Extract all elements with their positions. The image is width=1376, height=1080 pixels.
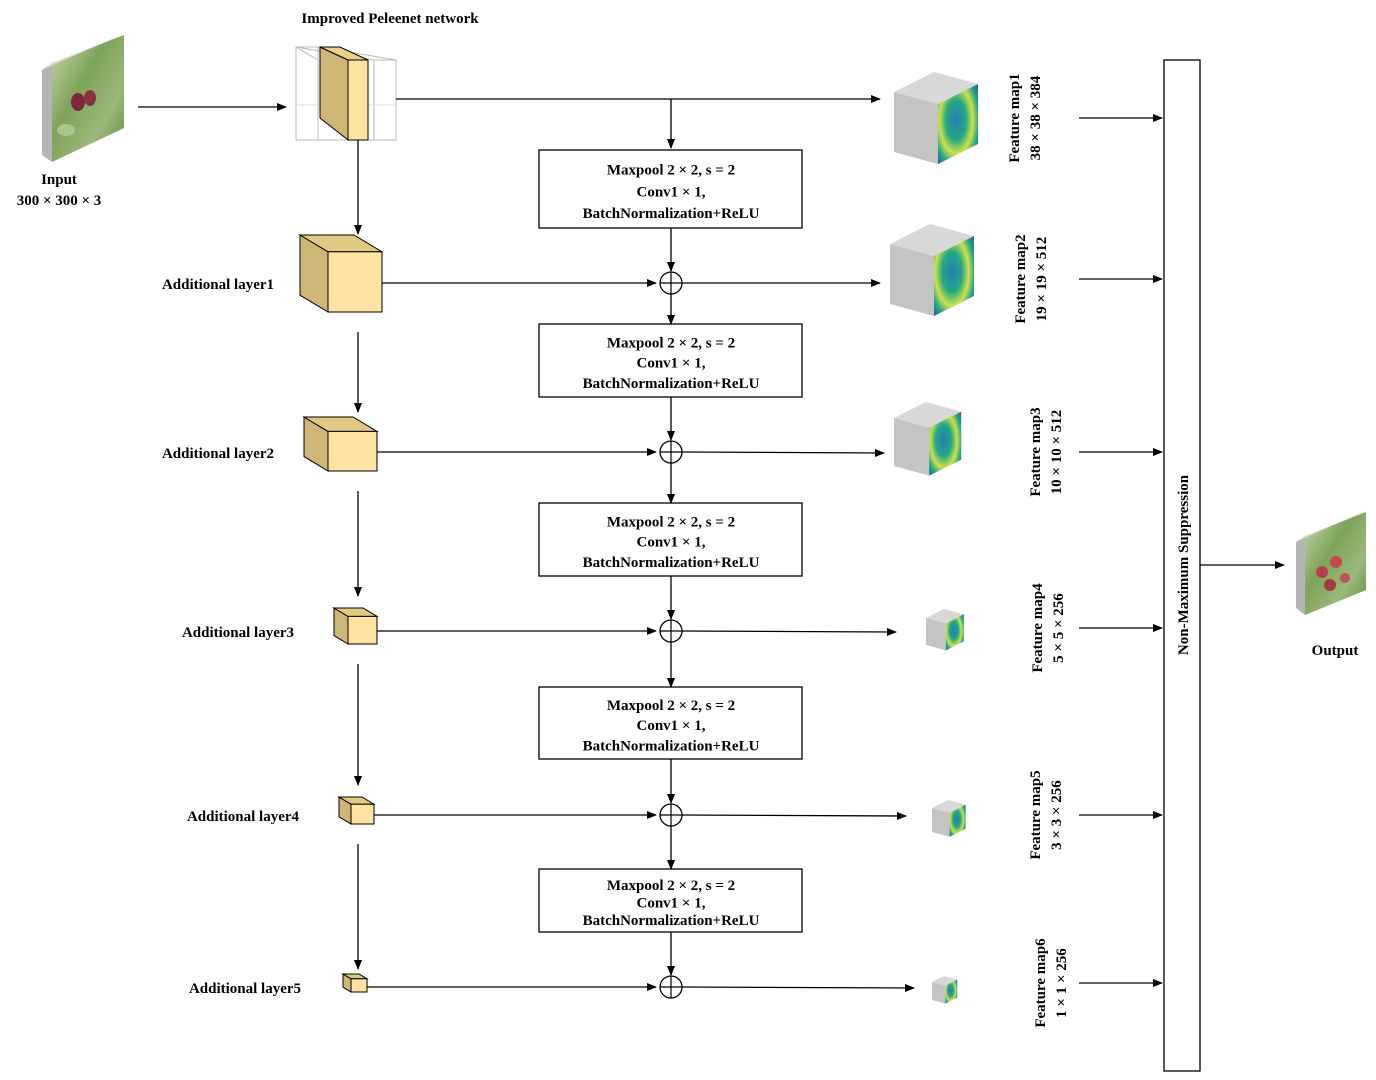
- sum-to-fmap-arrow: [681, 627, 897, 636]
- additional-layer-label: Additional layer3: [182, 625, 294, 641]
- feature-map-size: 19 × 19 × 512: [1034, 237, 1050, 322]
- conv-block-text: Conv1 × 1,: [637, 535, 706, 551]
- additional-layer-1-cube: [298, 234, 384, 313]
- peleenet-backbone: [295, 46, 397, 142]
- additional-layer-label: Additional layer1: [162, 277, 274, 293]
- feature-map-4-cube: [926, 609, 964, 651]
- conv-block-text: Conv1 × 1,: [637, 895, 706, 911]
- sum-node: [659, 803, 683, 827]
- input-label: Input: [41, 172, 77, 188]
- feature-map-5-cube: [932, 800, 966, 837]
- feature-map-size: 38 × 38 × 384: [1028, 75, 1044, 160]
- conv-block-text: BatchNormalization+ReLU: [583, 738, 760, 754]
- conv-block-text: Maxpool 2 × 2, s = 2: [607, 698, 735, 714]
- additional-layer-2-cube: [302, 416, 379, 472]
- additional-layer-label: Additional layer2: [162, 446, 274, 462]
- sum-node: [659, 271, 683, 295]
- feature-map-3-cube: [894, 402, 962, 476]
- conv-block-text: Maxpool 2 × 2, s = 2: [607, 878, 735, 894]
- conv-block-text: Conv1 × 1,: [637, 718, 706, 734]
- conv-block-text: Conv1 × 1,: [637, 184, 706, 200]
- conv-block-text: Maxpool 2 × 2, s = 2: [607, 514, 735, 530]
- additional-layer-5-cube: [341, 973, 369, 993]
- feature-map-name: Feature map3: [1028, 407, 1044, 496]
- sum-to-fmap-arrow: [681, 448, 885, 457]
- output-label: Output: [1312, 643, 1359, 659]
- feature-map-name: Feature map4: [1030, 583, 1046, 673]
- nms-label: Non-Maximum Suppression: [1176, 474, 1192, 655]
- sum-node: [659, 975, 683, 999]
- conv-block-1: Maxpool 2 × 2, s = 2 Conv1 × 1, BatchNorma…: [538, 149, 803, 229]
- conv-block-text: BatchNormalization+ReLU: [583, 206, 760, 222]
- additional-layer-label: Additional layer5: [189, 981, 301, 997]
- sum-node: [659, 619, 683, 643]
- input-size: 300 × 300 × 3: [17, 193, 102, 209]
- conv-block-text: BatchNormalization+ReLU: [583, 913, 760, 929]
- additional-layer-4-cube: [337, 796, 376, 825]
- conv-block-text: BatchNormalization+ReLU: [583, 555, 760, 571]
- feature-map-name: Feature map5: [1028, 770, 1044, 859]
- feature-map-name: Feature map1: [1007, 73, 1023, 162]
- conv-block-2: Maxpool 2 × 2, s = 2 Conv1 × 1, BatchNorma…: [538, 323, 803, 398]
- conv-block-text: Conv1 × 1,: [637, 356, 706, 372]
- feature-map-size: 5 × 5 × 256: [1051, 593, 1067, 663]
- feature-map-name: Feature map2: [1013, 234, 1029, 323]
- feature-map-1-cube: [894, 72, 978, 164]
- network-title: Improved Peleenet network: [301, 11, 479, 27]
- feature-map-6-cube: [932, 976, 958, 1004]
- conv-block-text: Maxpool 2 × 2, s = 2: [607, 163, 735, 179]
- conv-block-text: BatchNormalization+ReLU: [583, 376, 760, 392]
- conv-block-4: Maxpool 2 × 2, s = 2 Conv1 × 1, BatchNorma…: [538, 686, 803, 760]
- feature-map-2-cube: [890, 224, 974, 316]
- sum-to-fmap-arrow: [681, 811, 907, 820]
- feature-map-name: Feature map6: [1033, 938, 1049, 1028]
- output-image: [1296, 512, 1366, 615]
- feature-map-size: 1 × 1 × 256: [1054, 948, 1070, 1018]
- sum-node: [659, 440, 683, 464]
- feature-map-size: 3 × 3 × 256: [1049, 780, 1065, 850]
- conv-block-text: Maxpool 2 × 2, s = 2: [607, 335, 735, 351]
- feature-map-size: 10 × 10 × 512: [1049, 410, 1065, 495]
- additional-layer-3-cube: [332, 607, 379, 645]
- input-image: [42, 35, 124, 162]
- sum-to-fmap-arrow: [681, 983, 915, 992]
- additional-layer-label: Additional layer4: [187, 809, 300, 825]
- conv-block-3: Maxpool 2 × 2, s = 2 Conv1 × 1, BatchNorma…: [538, 502, 803, 577]
